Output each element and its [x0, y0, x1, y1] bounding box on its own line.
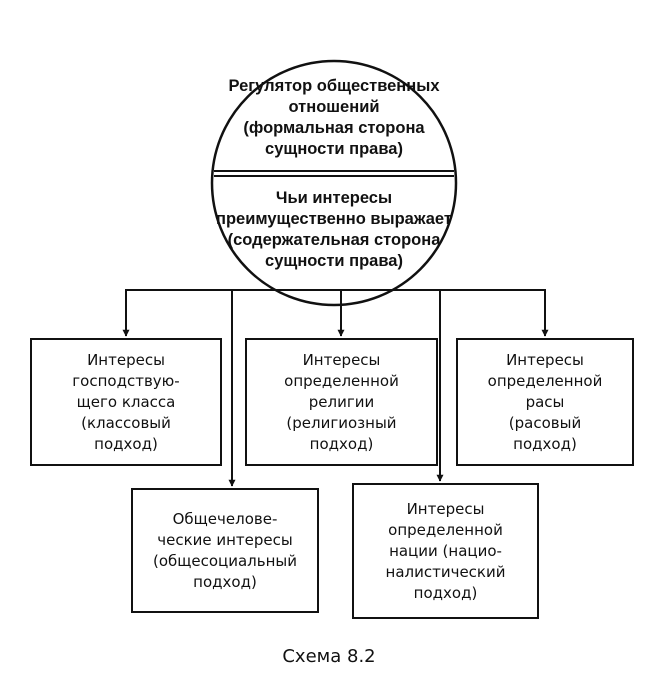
- box-religion-interests-text: Интересы определенной религии (религиозн…: [284, 350, 399, 453]
- box-universal-interests-text: Общечелове- ческие интересы (общесоциаль…: [152, 509, 298, 591]
- circle-bottom-text: Чьи интересы преимущественно выражает (с…: [216, 189, 452, 270]
- scheme-caption: Схема 8.2: [282, 646, 376, 667]
- box-universal-interests: Общечелове- ческие интересы (общесоциаль…: [131, 488, 319, 613]
- box-religion-interests: Интересы определенной религии (религиозн…: [245, 338, 438, 466]
- box-nation-interests: Интересы определенной нации (нацио- нали…: [352, 483, 539, 619]
- box-race-interests-text: Интересы определенной расы (расовый подх…: [487, 350, 603, 453]
- box-nation-interests-text: Интересы определенной нации (нацио- нали…: [385, 499, 506, 602]
- central-circle: [210, 59, 458, 307]
- circle-top-text: Регулятор общественных отношений (формал…: [228, 77, 440, 158]
- box-class-interests: Интересы господствую- щего класса (класс…: [30, 338, 222, 466]
- box-class-interests-text: Интересы господствую- щего класса (класс…: [72, 350, 180, 453]
- box-race-interests: Интересы определенной расы (расовый подх…: [456, 338, 634, 466]
